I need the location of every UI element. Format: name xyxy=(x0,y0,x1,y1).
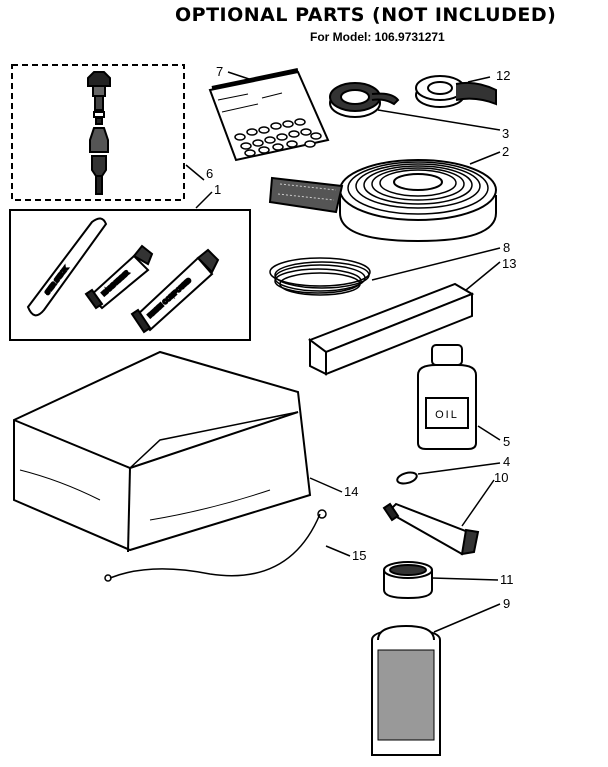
oil-label: OIL xyxy=(435,409,459,421)
unit-cover-icon xyxy=(13,350,312,553)
hardener-tube: HARDENER xyxy=(84,244,154,310)
aerosol-can-icon xyxy=(371,624,441,756)
callout-11: 11 xyxy=(500,572,514,587)
leader-lines xyxy=(185,71,501,633)
valve-kit-box xyxy=(11,64,185,201)
callout-4: 4 xyxy=(503,454,510,469)
capsule-icon xyxy=(396,471,418,485)
repair-kit-box xyxy=(9,209,251,341)
callout-8: 8 xyxy=(503,240,510,255)
foam-block-icon xyxy=(307,282,475,376)
callout-9: 9 xyxy=(503,596,510,611)
coiled-wire-icon xyxy=(269,257,371,296)
oil-bottle-icon: OIL xyxy=(417,344,477,450)
can-icon xyxy=(383,561,433,600)
callout-13: 13 xyxy=(502,256,516,271)
cord-icon xyxy=(104,509,327,582)
callout-6: 6 xyxy=(206,166,213,181)
foam-tape-roll-icon xyxy=(415,75,497,108)
insulation-roll-icon xyxy=(268,159,497,243)
callout-14: 14 xyxy=(344,484,358,499)
callout-12: 12 xyxy=(496,68,510,83)
callout-3: 3 xyxy=(502,126,509,141)
callout-15: 15 xyxy=(352,548,366,563)
callout-1: 1 xyxy=(214,182,221,197)
page-title-text: OPTIONAL PARTS (NOT INCLUDED) xyxy=(175,4,557,26)
valve-icon xyxy=(87,71,111,195)
repair-kit-group: STIR STICK HARDENER RESIN COMPOUND xyxy=(9,209,251,341)
callout-2: 2 xyxy=(502,144,509,159)
model-number: For Model: 106.9731271 xyxy=(310,30,445,44)
tube-icon xyxy=(382,502,480,556)
callout-7: 7 xyxy=(216,64,223,79)
washer-bag-icon xyxy=(208,68,330,162)
small-tape-roll-icon xyxy=(329,82,400,118)
callout-5: 5 xyxy=(503,434,510,449)
callout-10: 10 xyxy=(494,470,508,485)
valve-kit-group xyxy=(11,64,185,201)
